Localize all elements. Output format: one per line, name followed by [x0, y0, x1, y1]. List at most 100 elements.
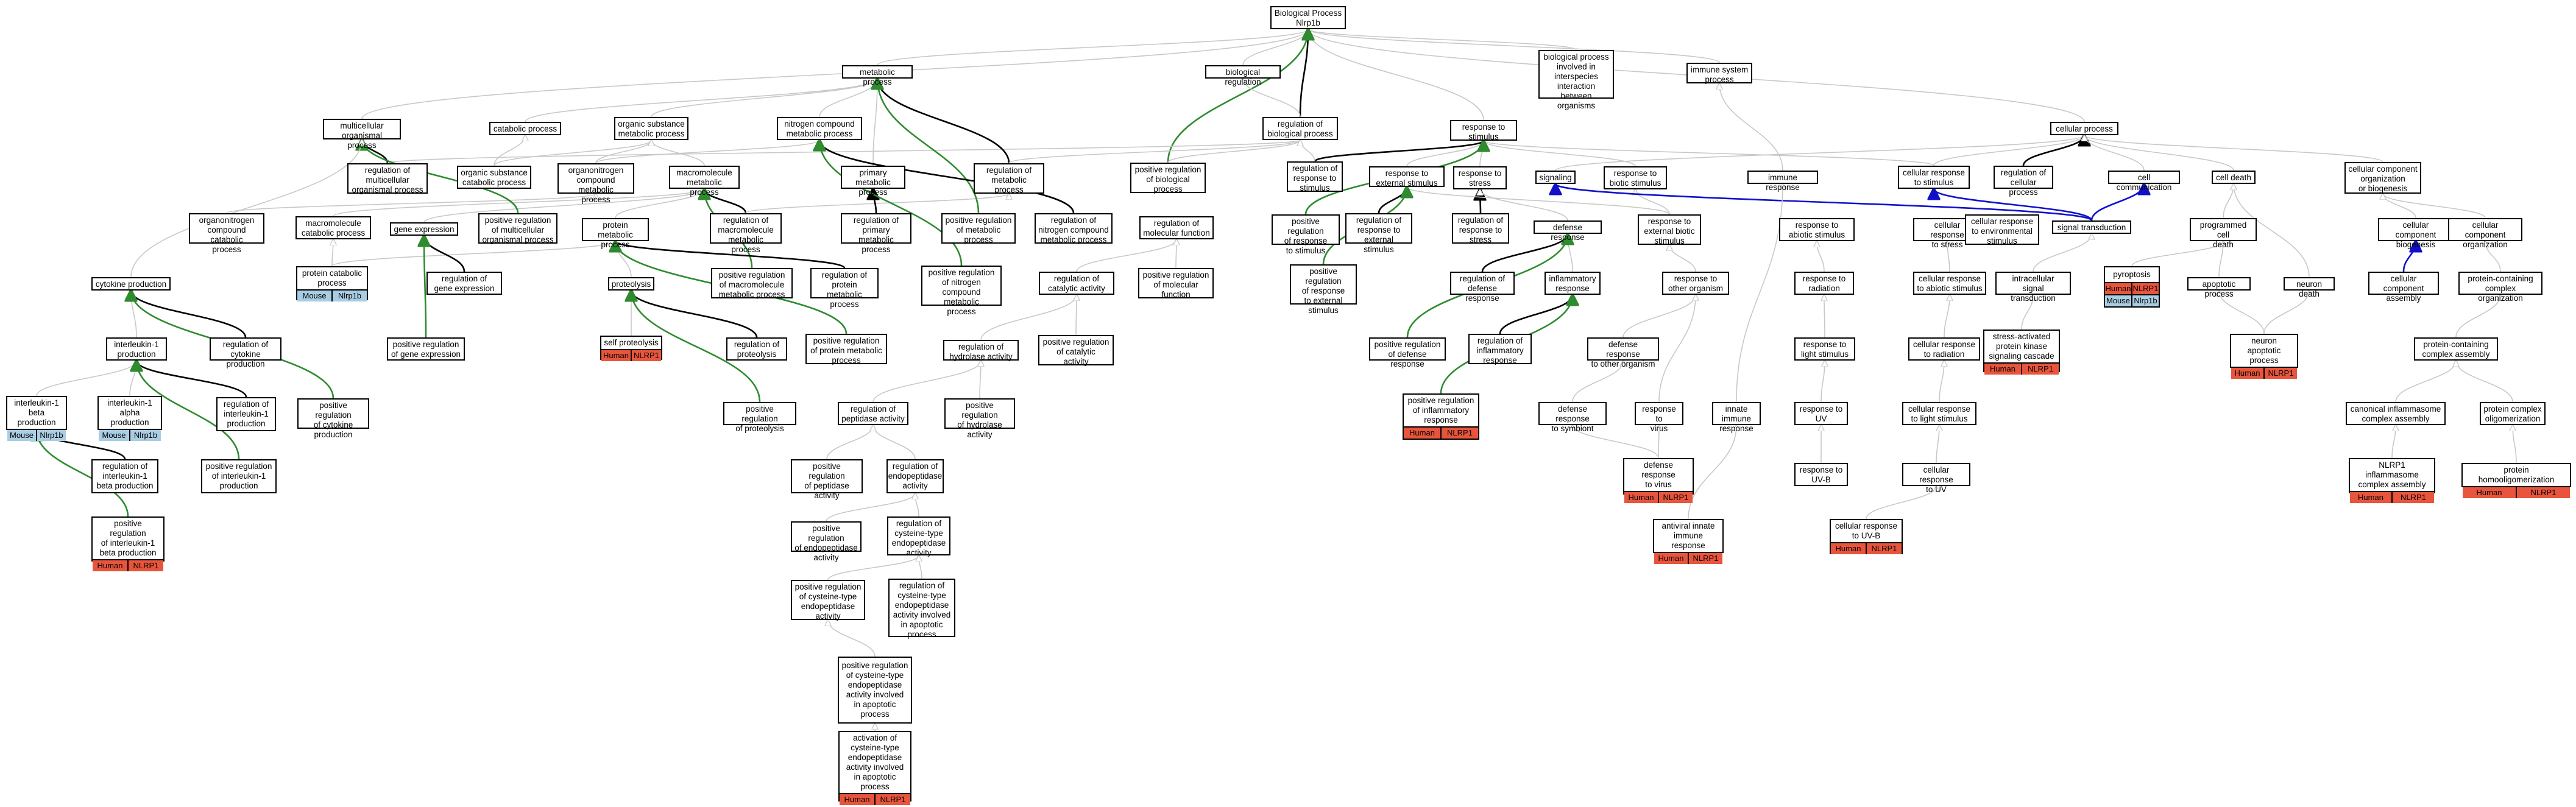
- go-term-label: macromolecule catabolic process: [301, 219, 366, 238]
- edge-regpept-to-reghydro: [872, 361, 981, 403]
- go-term-regmulti: regulation of multicellular organismal p…: [347, 163, 428, 194]
- go-term-label: cellular response to radiation: [1913, 340, 1976, 359]
- go-term-orgsubcat: organic substance catabolic process: [457, 166, 531, 189]
- go-term-metab: metabolic process: [842, 65, 913, 86]
- go-term-label: defense response to symbiont: [1551, 404, 1594, 433]
- edge-ccorg-to-cco: [2383, 194, 2486, 219]
- go-term-label: organic substance metabolic process: [618, 119, 685, 138]
- go-term-resplight: response to light stimulus: [1794, 337, 1855, 361]
- edge-posreghydro-to-reghydro: [980, 361, 981, 399]
- human-annotation-badge: Human: [2231, 368, 2263, 379]
- mouse-annotation-badge: Nlrp1b: [36, 430, 66, 441]
- edge-immresp-to-immsys: [1719, 83, 1783, 171]
- go-term-label: protein-containing complex assembly: [2422, 340, 2490, 359]
- go-term-protcompasm: protein-containing complex assembly: [2414, 337, 2498, 361]
- go-term-nitro: nitrogen compound metabolic process: [777, 117, 862, 140]
- edge-regbio-to-bioreg: [1243, 79, 1301, 118]
- edge-defother-to-respother: [1622, 295, 1696, 338]
- go-term-primmet: primary metabolic process: [841, 166, 905, 197]
- edge-cellcomm-to-cellproc: [2084, 135, 2145, 171]
- go-term-label: positive regulation of response to exter…: [1301, 267, 1345, 315]
- edge-cellresp-to-cellproc: [1933, 135, 2084, 166]
- edge-posregprot-to-proteolysis: [631, 291, 761, 403]
- go-term-label: regulation of cytokine production: [222, 340, 269, 368]
- edge-catab-to-metab: [525, 79, 877, 122]
- go-term-cellrad: cellular response to radiation: [1908, 337, 1980, 361]
- human-annotation-badge: NLRP1: [2391, 492, 2434, 503]
- edge-posregpept-to-regpept: [826, 425, 873, 460]
- go-term-multiorg: multicellular organismal process: [323, 119, 401, 150]
- go-term-regnitro: regulation of nitrogen compound metaboli…: [1035, 213, 1113, 244]
- go-term-posregendo: positive regulation of endopeptidase act…: [791, 521, 862, 562]
- go-term-label: protein metabolic process: [598, 220, 633, 249]
- human-annotation-badge: Human: [840, 794, 874, 805]
- go-term-label: interleukin-1 production: [114, 340, 159, 359]
- go-term-label: response to radiation: [1802, 274, 1846, 293]
- go-term-label: activation of cysteine-type endopeptidas…: [846, 733, 904, 791]
- go-term-macromet: macromolecule metabolic process: [669, 166, 740, 197]
- edge-respvirus-to-respother: [1658, 295, 1696, 403]
- edge-respbiotic-to-respstim: [1484, 141, 1636, 167]
- go-term-regcysapop: regulation of cysteine-type endopeptidas…: [888, 579, 955, 639]
- mouse-annotation-badge: Nlrp1b: [129, 430, 161, 441]
- edge-posregbio-to-regbio: [1167, 140, 1300, 163]
- edge-bioreg-to-bp: [1242, 29, 1308, 66]
- edge-celluv-to-celllight: [1936, 425, 1939, 463]
- go-term-immsys: immune system process: [1686, 63, 1752, 84]
- go-term-posregil1b: positive regulation of interleukin-1 bet…: [91, 516, 165, 571]
- human-annotation-badge: NLRP1: [874, 794, 910, 805]
- edge-cellresp-to-respstim: [1484, 141, 1934, 166]
- edge-regcysapop-to-regcys: [919, 555, 922, 579]
- go-term-label: inflammatory response: [1549, 274, 1596, 293]
- go-term-label: interleukin-1 alpha production: [107, 398, 152, 427]
- edge-respother-to-respextbio: [1669, 245, 1696, 272]
- go-term-label: positive regulation of biological proces…: [1134, 165, 1201, 194]
- mouse-annotation-badge: Mouse: [2105, 295, 2131, 306]
- go-term-posregbio: positive regulation of biological proces…: [1130, 163, 1206, 194]
- go-term-posregcys: positive regulation of cysteine-type end…: [791, 580, 865, 621]
- go-term-celldeath: cell death: [2212, 171, 2256, 184]
- go-term-defresp: defense response: [1534, 220, 1602, 242]
- edge-celllight-to-cellrad: [1939, 361, 1944, 403]
- edge-nlrp1asm-to-canonical: [2391, 425, 2396, 459]
- go-term-label: positive regulation of multicellular org…: [482, 216, 554, 244]
- edge-sigtrans-to-cellresp: [1934, 189, 2093, 221]
- go-term-label: apoptotic process: [2202, 280, 2236, 298]
- go-term-label: cellular component biogenesis: [2395, 220, 2436, 249]
- edge-regprotmet-to-protmet: [615, 241, 846, 269]
- go-term-cellabiotic: cellular response to abiotic stimulus: [1913, 272, 1986, 295]
- go-term-canonical: canonical inflammasome complex assembly: [2346, 402, 2446, 425]
- edge-regmulti-to-regbio: [387, 140, 1300, 164]
- go-term-label: regulation of response to stress: [1457, 216, 1504, 244]
- human-annotation-badge: NLRP1: [1688, 553, 1722, 564]
- go-term-macrocat: macromolecule catabolic process: [295, 216, 371, 239]
- human-annotation-badge: Human: [93, 560, 127, 571]
- edge-geneexp-to-macromet: [423, 189, 704, 223]
- go-term-regprotmet: regulation of protein metabolic process: [810, 268, 879, 309]
- edge-macromet-to-orgsub: [651, 140, 705, 166]
- edge-celluvb-to-celluv: [1866, 486, 1936, 520]
- go-term-posregdef: positive regulation of defense response: [1369, 337, 1446, 368]
- human-annotation-badge: Human: [1654, 553, 1688, 564]
- edge-defvirus-to-respvirus: [1658, 425, 1659, 459]
- go-term-posregmolfun: positive regulation of molecular functio…: [1138, 268, 1214, 299]
- edge-regmet-to-metab: [877, 79, 1010, 164]
- human-annotation-badge: NLRP1: [2131, 283, 2159, 294]
- edge-organocat-to-organonit: [226, 194, 596, 214]
- go-term-label: positive regulation of endopeptidase act…: [794, 524, 858, 562]
- go-term-signaling: signaling: [1535, 171, 1576, 184]
- go-term-label: catabolic process: [493, 124, 557, 133]
- go-term-label: response to stress: [1458, 169, 1502, 188]
- go-term-organocat: organonitrogen compound catabolic proces…: [189, 213, 264, 254]
- human-annotation-badge: Human: [2463, 487, 2516, 498]
- go-term-label: response to UV-B: [1799, 465, 1843, 484]
- edge-respstim-to-bp: [1308, 29, 1484, 121]
- go-term-label: positive regulation of proteolysis: [735, 404, 784, 433]
- go-term-catab: catabolic process: [489, 122, 561, 135]
- go-term-posregresp: positive regulation of response to stimu…: [1272, 214, 1340, 255]
- go-term-label: positive regulation of inflammatory resp…: [1407, 396, 1474, 425]
- go-term-posregprotmet: positive regulation of protein metabolic…: [805, 334, 887, 365]
